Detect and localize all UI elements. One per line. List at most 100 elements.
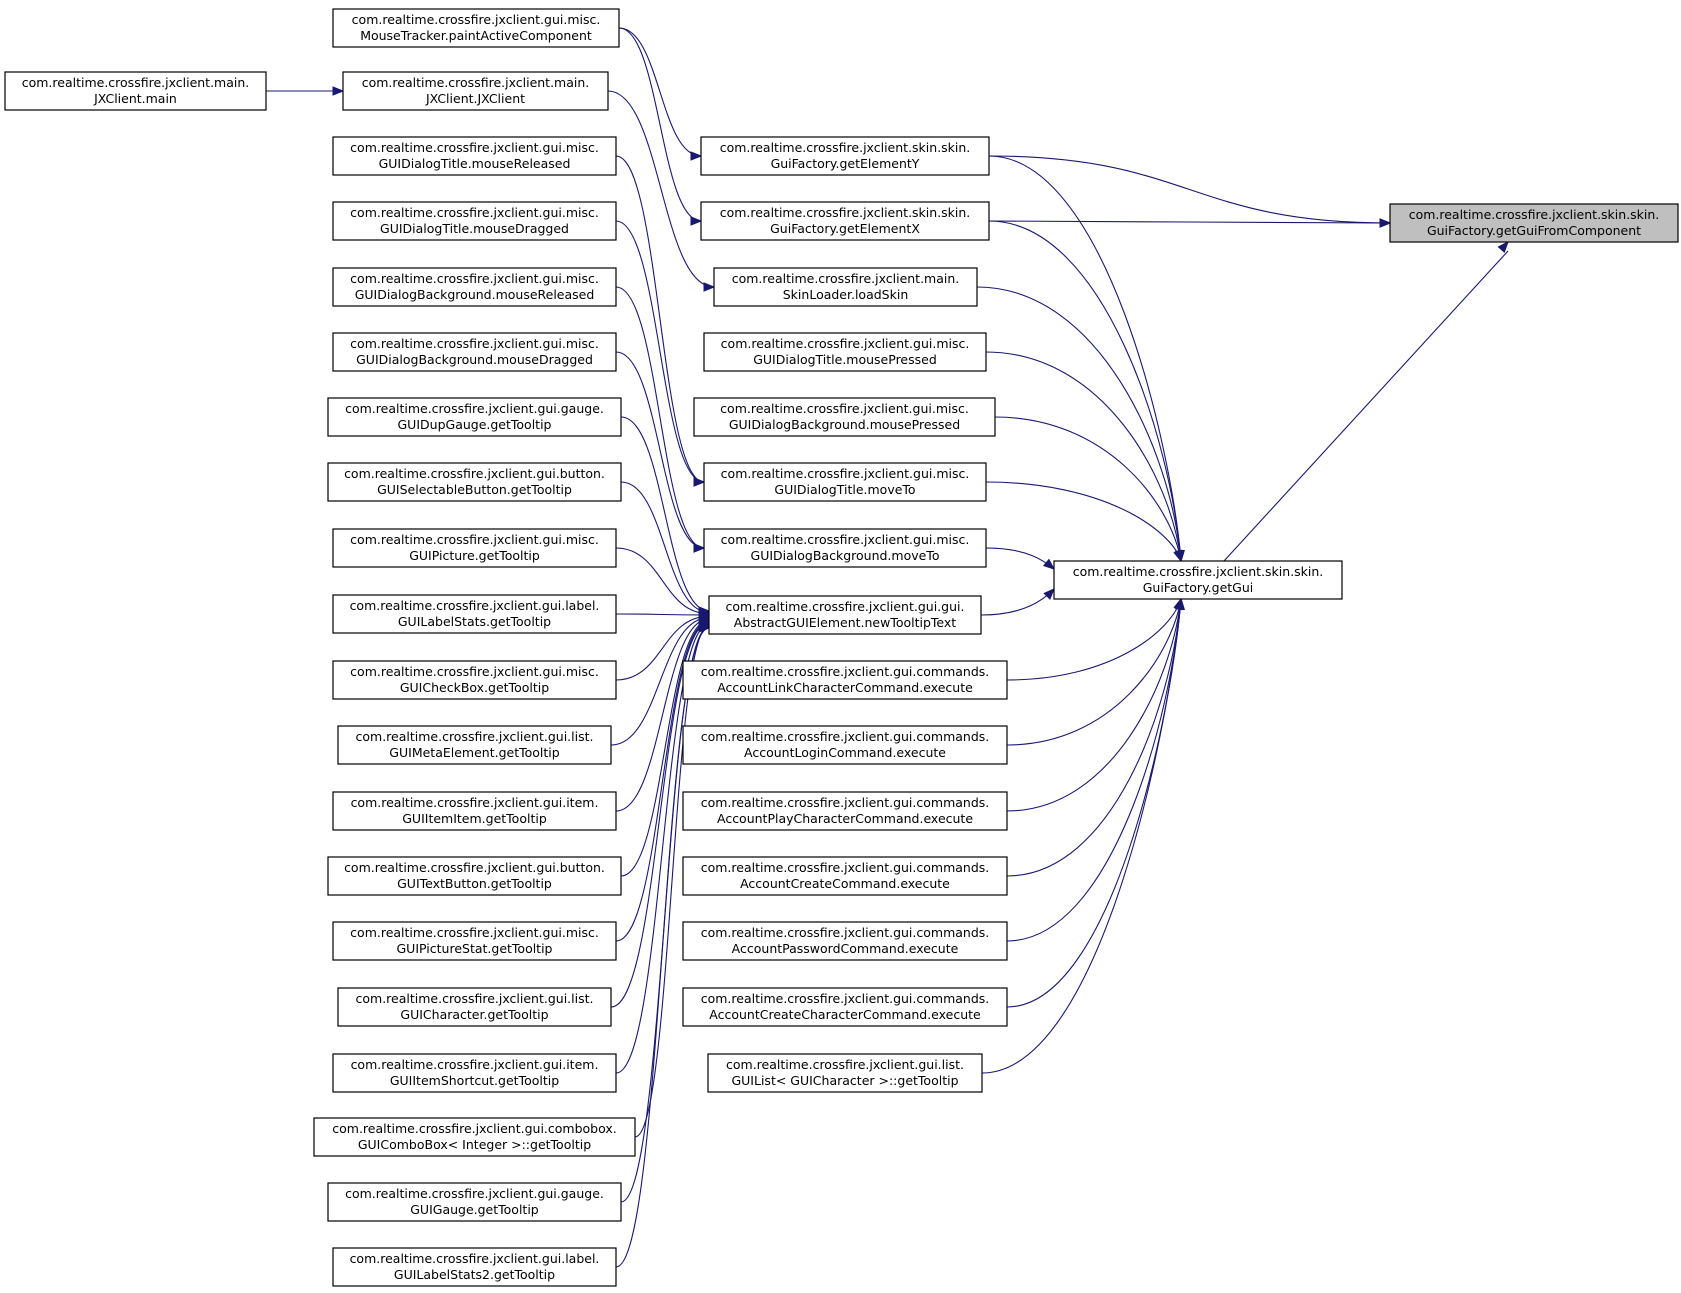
node-guidupgauge-gettooltip[interactable]: com.realtime.crossfire.jxclient.gui.gaug… — [327, 397, 622, 437]
arrowhead — [1042, 558, 1056, 570]
node-box — [313, 1117, 636, 1157]
call-edge — [1223, 250, 1509, 562]
node-label-line1: com.realtime.crossfire.jxclient.gui.list… — [726, 1057, 964, 1072]
node-label-line2: GUIComboBox< Integer >::getTooltip — [358, 1137, 591, 1152]
node-box — [332, 791, 617, 831]
call-edge — [1006, 598, 1182, 877]
call-edge — [615, 351, 705, 549]
node-guidialogtitle-mousepressed[interactable]: com.realtime.crossfire.jxclient.gui.misc… — [703, 332, 987, 372]
node-label-line1: com.realtime.crossfire.jxclient.skin.ski… — [1409, 207, 1660, 222]
nodes-layer: com.realtime.crossfire.jxclient.skin.ski… — [4, 8, 1679, 1287]
node-box — [332, 8, 620, 48]
node-guifactory-getelementx[interactable]: com.realtime.crossfire.jxclient.skin.ski… — [700, 201, 990, 241]
call-edge — [607, 90, 715, 288]
node-label-line1: com.realtime.crossfire.jxclient.gui.misc… — [721, 532, 970, 547]
call-edge — [615, 618, 710, 812]
node-guidialogbackground-mousereleased[interactable]: com.realtime.crossfire.jxclient.gui.misc… — [332, 267, 617, 307]
node-label-line1: com.realtime.crossfire.jxclient.gui.misc… — [721, 466, 970, 481]
node-jxclient-main[interactable]: com.realtime.crossfire.jxclient.main.JXC… — [4, 71, 267, 111]
node-guiselectablebutton-gettooltip[interactable]: com.realtime.crossfire.jxclient.gui.butt… — [327, 462, 622, 502]
arrowhead — [698, 623, 711, 633]
node-guidialogbackground-mousepressed[interactable]: com.realtime.crossfire.jxclient.gui.misc… — [693, 397, 996, 437]
node-guidialogtitle-mousedragged[interactable]: com.realtime.crossfire.jxclient.gui.misc… — [332, 201, 617, 241]
node-accountlinkcharactercommand-execute[interactable]: com.realtime.crossfire.jxclient.gui.comm… — [682, 660, 1008, 700]
node-mousetracker-paintactivecomponent[interactable]: com.realtime.crossfire.jxclient.gui.misc… — [332, 8, 620, 48]
call-edge — [980, 588, 1055, 616]
call-edge — [615, 220, 705, 483]
node-label-line2: AccountLinkCharacterCommand.execute — [717, 680, 973, 695]
arrowhead — [1175, 597, 1185, 610]
node-label-line2: GUICharacter.getTooltip — [400, 1007, 548, 1022]
arrowhead — [1497, 240, 1509, 253]
node-guitextbutton-gettooltip[interactable]: com.realtime.crossfire.jxclient.gui.butt… — [327, 856, 622, 896]
arrowhead — [703, 282, 716, 292]
node-label-line2: JXClient.main — [93, 91, 177, 106]
node-guiitemitem-gettooltip[interactable]: com.realtime.crossfire.jxclient.gui.item… — [332, 791, 617, 831]
node-accountlogincommand-execute[interactable]: com.realtime.crossfire.jxclient.gui.comm… — [682, 725, 1008, 765]
node-label-line1: com.realtime.crossfire.jxclient.gui.item… — [351, 795, 599, 810]
node-label-line2: GUIMetaElement.getTooltip — [389, 745, 559, 760]
node-accountpasswordcommand-execute[interactable]: com.realtime.crossfire.jxclient.gui.comm… — [682, 921, 1008, 961]
node-guipicture-gettooltip[interactable]: com.realtime.crossfire.jxclient.gui.misc… — [332, 528, 617, 568]
call-edge — [1006, 598, 1182, 746]
node-box — [332, 136, 617, 176]
node-label-line2: GUIItemShortcut.getTooltip — [390, 1073, 559, 1088]
node-guifactory-getguifromcomponent[interactable]: com.realtime.crossfire.jxclient.skin.ski… — [1389, 203, 1679, 243]
node-box — [327, 1182, 622, 1222]
call-edge — [634, 624, 710, 1138]
call-edge — [615, 613, 710, 616]
arrowhead — [690, 151, 703, 161]
node-label-line2: GUIDialogBackground.mouseDragged — [356, 352, 593, 367]
node-skinloader-loadskin[interactable]: com.realtime.crossfire.jxclient.main.Ski… — [713, 267, 978, 307]
node-box — [332, 267, 617, 307]
node-guidialogbackground-moveto[interactable]: com.realtime.crossfire.jxclient.gui.misc… — [703, 528, 987, 568]
node-accountcreatecommand-execute[interactable]: com.realtime.crossfire.jxclient.gui.comm… — [682, 856, 1008, 896]
node-guidialogbackground-mousedragged[interactable]: com.realtime.crossfire.jxclient.gui.misc… — [332, 332, 617, 372]
node-box — [700, 136, 990, 176]
node-accountplaycharactercommand-execute[interactable]: com.realtime.crossfire.jxclient.gui.comm… — [682, 791, 1008, 831]
node-box — [337, 725, 612, 765]
node-guicombobox-integer-gettooltip[interactable]: com.realtime.crossfire.jxclient.gui.comb… — [313, 1117, 636, 1157]
node-label-line1: com.realtime.crossfire.jxclient.gui.misc… — [350, 205, 599, 220]
node-accountcreatecharactercommand-execute[interactable]: com.realtime.crossfire.jxclient.gui.comm… — [682, 987, 1008, 1027]
node-guidialogtitle-mousereleased[interactable]: com.realtime.crossfire.jxclient.gui.misc… — [332, 136, 617, 176]
node-guicheckbox-gettooltip[interactable]: com.realtime.crossfire.jxclient.gui.misc… — [332, 660, 617, 700]
node-guilabelstats-gettooltip[interactable]: com.realtime.crossfire.jxclient.gui.labe… — [332, 594, 617, 634]
node-label-line2: AccountPlayCharacterCommand.execute — [717, 811, 973, 826]
node-guicharacter-gettooltip[interactable]: com.realtime.crossfire.jxclient.gui.list… — [337, 987, 612, 1027]
node-label-line2: GUIDialogTitle.mouseReleased — [379, 156, 571, 171]
node-label-line2: AccountLoginCommand.execute — [744, 745, 946, 760]
node-guilabelstats2-gettooltip[interactable]: com.realtime.crossfire.jxclient.gui.labe… — [332, 1247, 617, 1287]
node-guipicturestat-gettooltip[interactable]: com.realtime.crossfire.jxclient.gui.misc… — [332, 921, 617, 961]
node-guifactory-getelementy[interactable]: com.realtime.crossfire.jxclient.skin.ski… — [700, 136, 990, 176]
node-guigauge-gettooltip[interactable]: com.realtime.crossfire.jxclient.gui.gaug… — [327, 1182, 622, 1222]
node-label-line2: AccountCreateCharacterCommand.execute — [709, 1007, 981, 1022]
node-box — [332, 1247, 617, 1287]
call-edge — [610, 622, 710, 1008]
node-guiitemshortcut-gettooltip[interactable]: com.realtime.crossfire.jxclient.gui.item… — [332, 1053, 617, 1093]
node-guifactory-getgui[interactable]: com.realtime.crossfire.jxclient.skin.ski… — [1053, 560, 1343, 600]
call-edge — [988, 155, 1391, 224]
node-guimetaelement-gettooltip[interactable]: com.realtime.crossfire.jxclient.gui.list… — [337, 725, 612, 765]
node-label-line1: com.realtime.crossfire.jxclient.gui.misc… — [352, 12, 601, 27]
call-edge — [988, 220, 1182, 562]
node-label-line1: com.realtime.crossfire.jxclient.gui.comm… — [701, 860, 990, 875]
node-jxclient-jxclient[interactable]: com.realtime.crossfire.jxclient.main.JXC… — [342, 71, 609, 111]
node-guidialogtitle-moveto[interactable]: com.realtime.crossfire.jxclient.gui.misc… — [703, 462, 987, 502]
node-label-line2: GUIDialogTitle.mousePressed — [753, 352, 937, 367]
call-edge — [985, 481, 1182, 562]
node-box — [327, 397, 622, 437]
call-edge — [985, 351, 1182, 562]
node-box — [1053, 560, 1343, 600]
node-box — [682, 791, 1008, 831]
node-box — [337, 987, 612, 1027]
node-box — [713, 267, 978, 307]
node-guilist-guicharacter-gettooltip[interactable]: com.realtime.crossfire.jxclient.gui.list… — [707, 1053, 983, 1093]
node-label-line1: com.realtime.crossfire.jxclient.gui.comm… — [701, 991, 990, 1006]
node-box — [682, 921, 1008, 961]
node-label-line2: GuiFactory.getElementY — [771, 156, 920, 171]
node-label-line1: com.realtime.crossfire.jxclient.gui.comm… — [701, 664, 990, 679]
node-label-line2: GuiFactory.getGuiFromComponent — [1427, 223, 1641, 238]
node-label-line2: GUIDialogTitle.mouseDragged — [380, 221, 569, 236]
node-abstractguielement-newtooltiptext[interactable]: com.realtime.crossfire.jxclient.gui.gui.… — [708, 595, 982, 635]
